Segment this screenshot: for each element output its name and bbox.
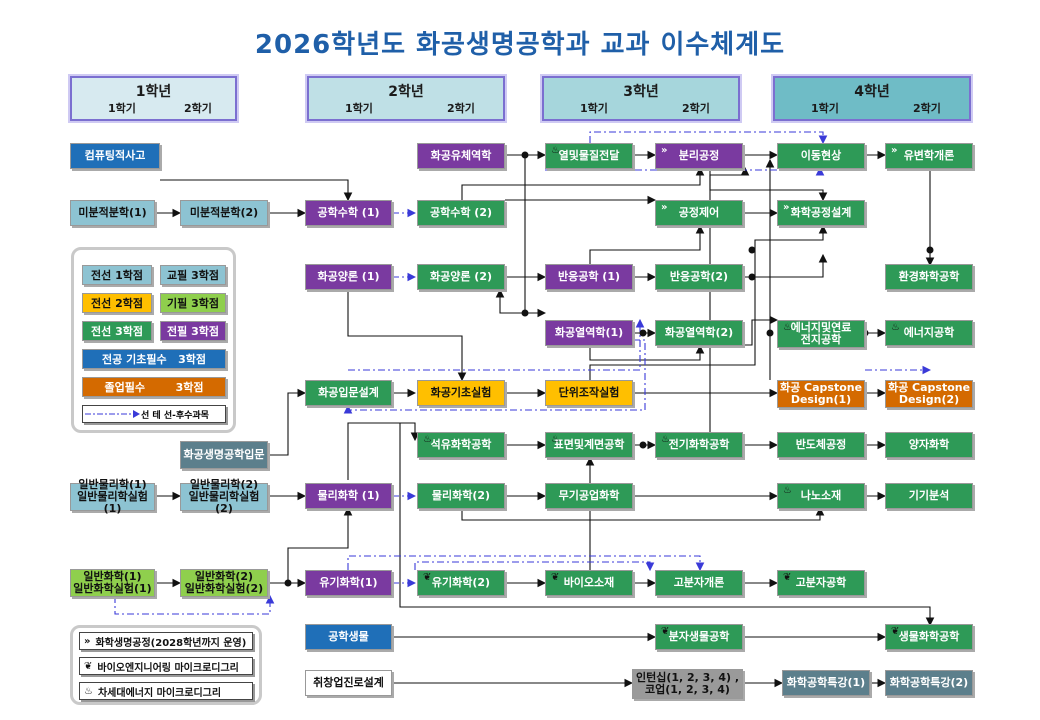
course-calculus-1[interactable]: 미분적분학(1)	[70, 200, 155, 226]
course-career-design[interactable]: 취창업진로설계	[305, 670, 392, 696]
course-organic-chemistry-1[interactable]: 유기화학(1)	[305, 570, 392, 596]
energy-hand-icon: ♨	[423, 434, 432, 445]
course-physical-chemistry-1[interactable]: 물리화학 (1)	[305, 483, 392, 509]
course-intro-polymer[interactable]: 고분자개론	[655, 570, 743, 596]
energy-hand-icon: ♨	[891, 322, 900, 333]
course-internship-coop[interactable]: 인턴십(1, 2, 3, 4) , 코업(1, 2, 3, 4)	[632, 669, 743, 699]
course-thermodynamics-2[interactable]: 화공열역학(2)	[655, 320, 743, 346]
course-process-control[interactable]: »공정제어	[655, 200, 743, 226]
course-intro-chem-bio-eng[interactable]: 화공생명공학입문	[180, 441, 268, 469]
legend-credit-types: 전선 1학점 교필 3학점 전선 2학점 기필 3학점 전선 3학점 전필 3학…	[71, 247, 236, 433]
leaf-seal-icon: ❦	[551, 572, 560, 583]
legend-track-bio: ❦바이오엔지니어링 마이크로디그리	[79, 657, 253, 675]
course-rheology[interactable]: »유변학개론	[885, 143, 973, 169]
triple-chevron-icon: »	[891, 145, 898, 156]
year-header-4: 4학년 1학기 2학기	[773, 76, 971, 121]
course-mass-balance-1[interactable]: 화공양론 (1)	[305, 264, 392, 290]
course-fluid-mechanics[interactable]: 화공유체역학	[417, 143, 505, 169]
leaf-seal-icon: ❦	[891, 626, 900, 637]
course-thermodynamics-1[interactable]: 화공열역학(1)	[545, 320, 633, 346]
course-capstone-1[interactable]: 화공 Capstone Design(1)	[777, 380, 865, 408]
course-physical-chemistry-2[interactable]: 물리화학(2)	[417, 483, 505, 509]
legend-major-elective-3: 전선 3학점	[82, 321, 152, 341]
legend-prerequisite: 선 테 선-후수과목	[82, 405, 226, 423]
course-mass-balance-2[interactable]: 화공양론 (2)	[417, 264, 505, 290]
course-heat-mass-transfer[interactable]: ♨열및물질전달	[545, 143, 633, 169]
course-energy-engineering[interactable]: ♨에너지공학	[885, 320, 973, 346]
energy-hand-icon: ♨	[783, 322, 792, 333]
course-polymer-engineering[interactable]: ❦고분자공학	[777, 570, 865, 596]
course-computational-thinking[interactable]: 컴퓨팅적사고	[70, 143, 160, 169]
course-basic-lab[interactable]: 화공기초실험	[417, 380, 505, 406]
course-reaction-eng-2[interactable]: 반응공학(2)	[655, 264, 743, 290]
course-intro-design[interactable]: 화공입문설계	[305, 380, 392, 406]
energy-hand-icon: ♨	[84, 685, 93, 697]
year-header-1: 1학년 1학기 2학기	[70, 76, 237, 121]
course-engineering-biology[interactable]: 공학생물	[305, 624, 392, 650]
legend-tracks: »화학생명공정(2028학년까지 운영) ❦바이오엔지니어링 마이크로디그리 ♨…	[70, 625, 262, 705]
course-general-chemistry-1[interactable]: 일반화학(1) 일반화학실험(1)	[70, 569, 155, 597]
legend-graduation-required: 졸업필수 3학점	[82, 377, 226, 397]
course-biomaterials[interactable]: ❦바이오소재	[545, 570, 633, 596]
course-physics-2[interactable]: 일반물리학(2) 일반물리학실험(2)	[180, 479, 268, 515]
leaf-seal-icon: ❦	[661, 626, 670, 637]
course-process-design[interactable]: »화학공정설계	[777, 200, 865, 226]
course-biochemical-eng[interactable]: ❦생물화학공학	[885, 624, 973, 650]
triple-chevron-icon: »	[661, 145, 668, 156]
energy-hand-icon: ♨	[551, 434, 560, 445]
triple-chevron-icon: »	[783, 202, 790, 213]
course-physics-1[interactable]: 일반물리학(1) 일반물리학실험(1)	[70, 479, 155, 515]
course-reaction-eng-1[interactable]: 반응공학 (1)	[545, 264, 633, 290]
legend-basic-required: 기필 3학점	[160, 293, 226, 313]
legend-track-process: »화학생명공정(2028학년까지 운영)	[79, 632, 253, 650]
leaf-seal-icon: ❦	[423, 572, 432, 583]
course-quantum-chemistry[interactable]: 양자화학	[885, 432, 973, 458]
dash-arrow-icon	[85, 410, 140, 418]
course-special-topics-1[interactable]: 화학공학특강(1)	[782, 670, 870, 696]
legend-track-energy: ♨차세대에너지 마이크로디그리	[79, 682, 253, 700]
course-molecular-bio-eng[interactable]: ❦분자생물공학	[655, 624, 743, 650]
course-nanomaterials[interactable]: ♨나노소재	[777, 483, 865, 509]
course-inorganic-industrial-chem[interactable]: 무기공업화학	[545, 483, 633, 509]
course-petrochemical-eng[interactable]: ♨석유화학공학	[417, 432, 505, 458]
leaf-seal-icon: ❦	[783, 572, 792, 583]
energy-hand-icon: ♨	[551, 145, 560, 156]
course-engineering-math-1[interactable]: 공학수학 (1)	[305, 200, 392, 226]
course-environmental-chem-eng[interactable]: 환경화학공학	[885, 264, 973, 290]
course-semiconductor-process[interactable]: 반도체공정	[777, 432, 865, 458]
page-title: 2026학년도 화공생명공학과 교과 이수체계도	[254, 30, 786, 60]
energy-hand-icon: ♨	[783, 485, 792, 496]
course-instrumental-analysis[interactable]: 기기분석	[885, 483, 973, 509]
legend-general-required: 교필 3학점	[160, 265, 226, 285]
year-header-2: 2학년 1학기 2학기	[307, 76, 505, 121]
energy-hand-icon: ♨	[661, 434, 670, 445]
course-calculus-2[interactable]: 미분적분학(2)	[180, 200, 268, 226]
course-capstone-2[interactable]: 화공 Capstone Design(2)	[885, 380, 973, 408]
course-general-chemistry-2[interactable]: 일반화학(2) 일반화학실험(2)	[180, 569, 268, 597]
course-organic-chemistry-2[interactable]: ❦유기화학(2)	[417, 570, 505, 596]
triple-chevron-icon: »	[84, 635, 91, 647]
legend-major-elective-1: 전선 1학점	[82, 265, 152, 285]
year-header-3: 3학년 1학기 2학기	[542, 76, 740, 121]
course-transport-phenomena[interactable]: 이동현상	[777, 143, 865, 169]
course-surface-interface[interactable]: ♨표면및계면공학	[545, 432, 633, 458]
legend-major-required: 전필 3학점	[160, 321, 226, 341]
triple-chevron-icon: »	[661, 202, 668, 213]
course-engineering-math-2[interactable]: 공학수학 (2)	[417, 200, 505, 226]
course-electrochemical-eng[interactable]: ♨전기화학공학	[655, 432, 743, 458]
course-energy-fuel-cell[interactable]: ♨에너지및연료 전지공학	[777, 320, 865, 348]
course-special-topics-2[interactable]: 화학공학특강(2)	[885, 670, 973, 696]
legend-major-basic-required: 전공 기초필수 3학점	[82, 349, 226, 369]
leaf-seal-icon: ❦	[84, 660, 93, 672]
course-unit-operation-lab[interactable]: 단위조작실험	[545, 380, 633, 406]
legend-major-elective-2: 전선 2학점	[82, 293, 152, 313]
course-separation-process[interactable]: »분리공정	[655, 143, 743, 169]
